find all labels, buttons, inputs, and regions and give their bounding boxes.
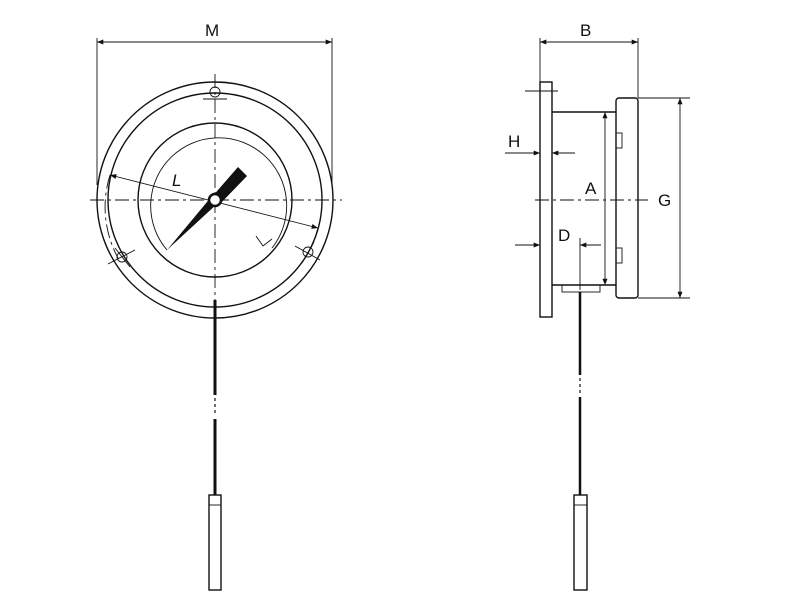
flange xyxy=(539,81,553,318)
bezel-side xyxy=(615,97,639,299)
sensor-bulb xyxy=(573,494,588,591)
bezel-tab xyxy=(615,132,623,149)
dial-end-mark xyxy=(255,235,273,247)
front-view: M L xyxy=(90,21,342,591)
label-d: D xyxy=(558,226,570,245)
label-a: A xyxy=(585,179,597,198)
pointer-hub xyxy=(207,192,223,208)
label-l: L xyxy=(172,171,181,190)
mounting-hole-right xyxy=(302,246,314,258)
pointer-tail xyxy=(167,196,218,250)
label-g: G xyxy=(658,191,671,210)
label-h: H xyxy=(508,132,520,151)
label-m: M xyxy=(205,21,219,40)
hole-mark xyxy=(107,249,136,265)
sensor-bulb xyxy=(208,494,222,591)
case-body xyxy=(552,111,616,286)
process-connection xyxy=(561,284,601,293)
hole-mark xyxy=(114,247,131,268)
label-b: B xyxy=(580,21,591,40)
mounting-hole-top xyxy=(209,86,221,98)
side-view: B H A D G xyxy=(505,21,690,591)
bezel-tab xyxy=(615,247,623,264)
hole-circle-arc xyxy=(104,174,119,259)
